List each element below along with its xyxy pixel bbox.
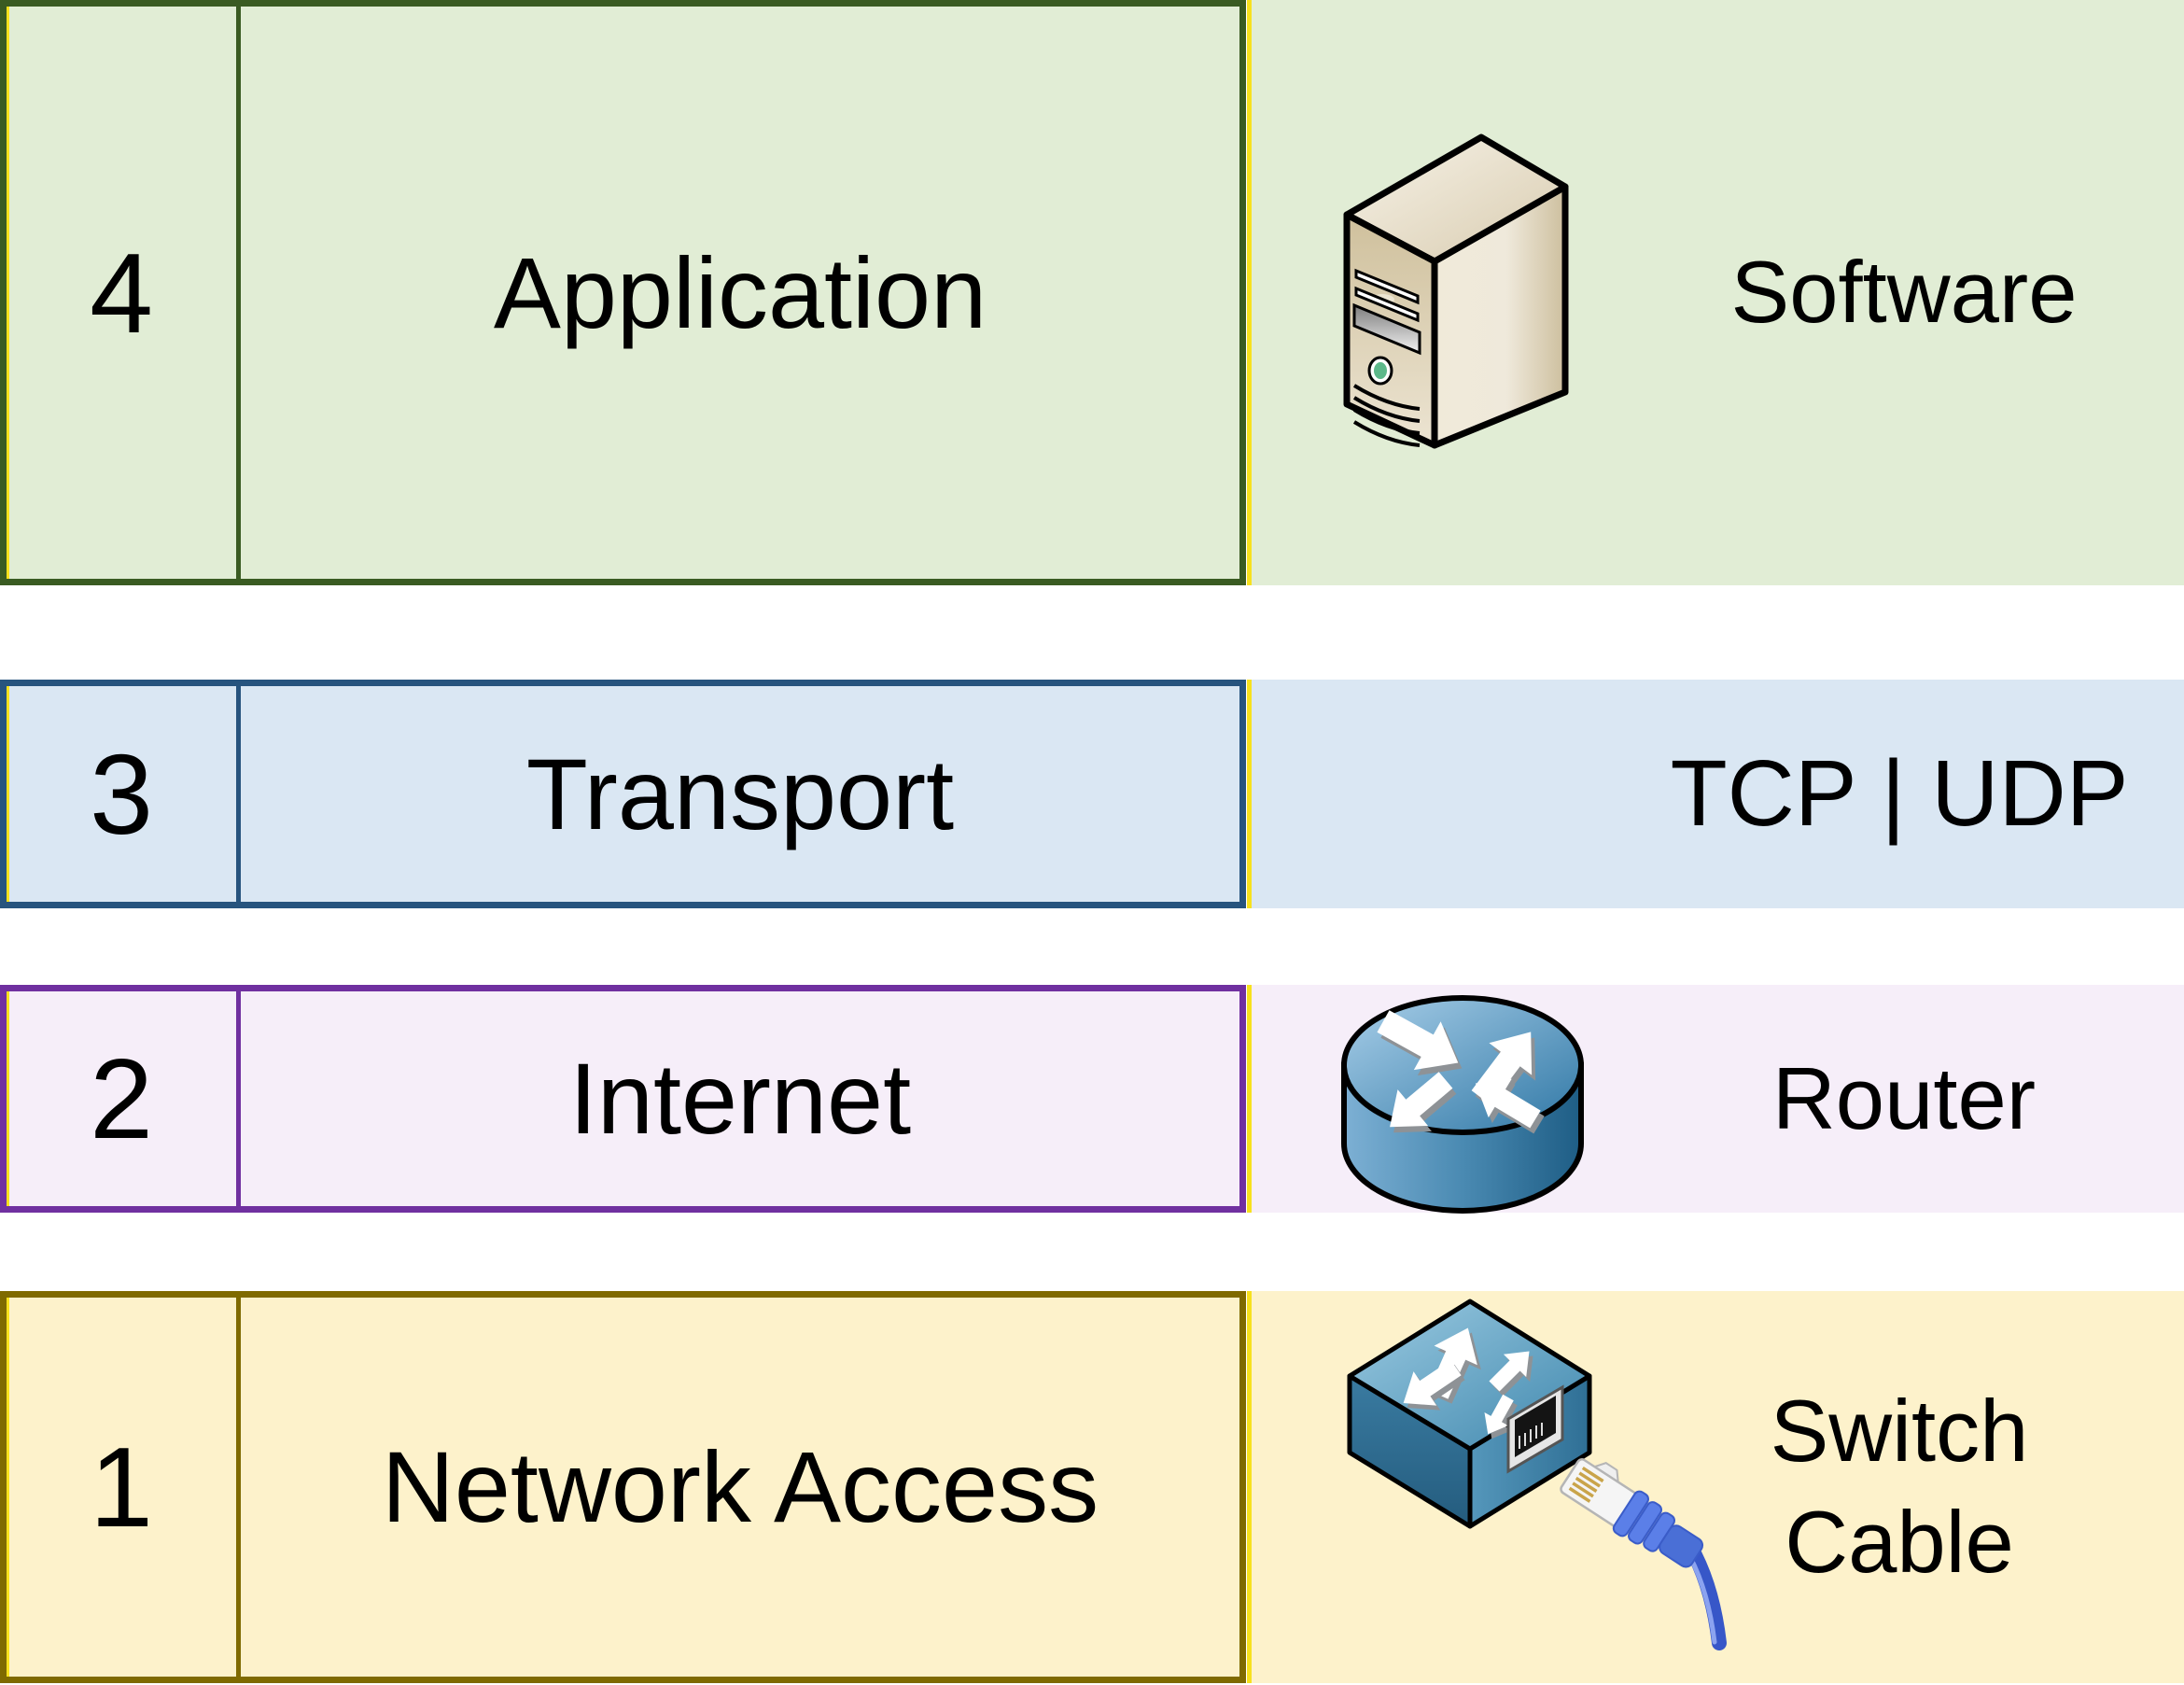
layer-number: 1 — [90, 1424, 153, 1551]
layer-number: 4 — [90, 229, 153, 357]
internet-layer-box: 2 Internet — [0, 985, 1246, 1213]
transport-layer-box: 3 Transport — [0, 680, 1246, 908]
application-layer-box: 4 Application — [0, 0, 1246, 585]
router-icon — [1341, 995, 1584, 1214]
layer-label: Network Access — [381, 1430, 1099, 1543]
layer-number-cell: 2 — [7, 991, 241, 1206]
layer-row-internet: 2 Internet Router — [0, 985, 2184, 1214]
annotation-label-router: Router — [1771, 1049, 2037, 1147]
transport-annotation-panel — [1247, 680, 2184, 908]
switch-cable-icon — [1347, 1299, 1727, 1650]
layer-row-transport: 3 Transport TCP | UDP — [0, 680, 2184, 908]
network-access-layer-box: 1 Network Access — [0, 1291, 1246, 1683]
annotation-label-line: Cable — [1785, 1493, 2014, 1591]
layer-number: 2 — [90, 1035, 153, 1162]
layer-label: Transport — [525, 737, 955, 850]
annotation-label-tcp-udp: TCP | UDP — [1670, 741, 2129, 846]
layer-label-cell: Internet — [241, 991, 1239, 1206]
layer-label-cell: Transport — [241, 686, 1239, 902]
server-icon — [1343, 133, 1569, 449]
layer-label: Application — [493, 235, 987, 349]
layer-number: 3 — [90, 730, 153, 858]
layer-label: Internet — [568, 1042, 912, 1155]
layer-number-cell: 3 — [7, 686, 241, 902]
annotation-label-line: Switch — [1770, 1382, 2029, 1480]
annotation-label-switch-cable: Switch Cable — [1619, 1375, 2179, 1597]
layer-row-application: 4 Application Software — [0, 0, 2184, 585]
layer-number-cell: 4 — [7, 7, 241, 579]
layer-number-cell: 1 — [7, 1298, 241, 1677]
layer-row-network-access: 1 Network Access Switch — [0, 1291, 2184, 1683]
layer-label-cell: Network Access — [241, 1298, 1239, 1677]
layer-label-cell: Application — [241, 7, 1239, 579]
annotation-label-software: Software — [1730, 243, 2078, 341]
